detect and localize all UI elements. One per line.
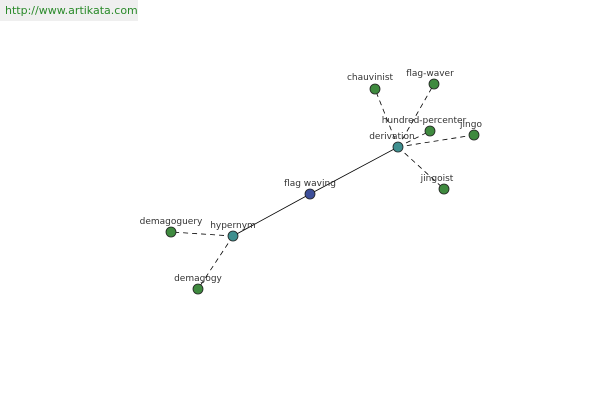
word-node-demagoguery-circle[interactable]: [165, 226, 177, 238]
source-link[interactable]: http://www.artikata.com: [5, 4, 138, 17]
center-node-flag-waving-label: flag waving: [284, 179, 336, 189]
edge-derivation-chauvinist: [374, 88, 399, 148]
graph-edges: [170, 83, 475, 290]
relation-node-derivation-label: derivation: [369, 132, 415, 142]
word-node-demagoguery[interactable]: demagoguery: [140, 217, 203, 238]
word-node-chauvinist-label: chauvinist: [347, 73, 394, 83]
edge-derivation-hundred-percenter: [397, 130, 431, 148]
word-node-jingoist-circle[interactable]: [438, 183, 450, 195]
relation-node-hypernym-label: hypernym: [210, 221, 256, 231]
word-node-hundred-percenter[interactable]: hundred-percenter: [382, 116, 467, 137]
word-node-flag-waver-label: flag-waver: [406, 69, 454, 79]
word-node-jingoist[interactable]: jingoist: [420, 174, 454, 195]
word-node-flag-waver-circle[interactable]: [428, 78, 440, 90]
word-node-jingo[interactable]: jingo: [459, 120, 482, 141]
edge-derivation-jingo: [397, 134, 475, 148]
relation-node-derivation[interactable]: derivation: [369, 132, 415, 153]
word-node-chauvinist[interactable]: chauvinist: [347, 73, 394, 95]
word-node-jingo-label: jingo: [459, 120, 482, 130]
word-node-chauvinist-circle[interactable]: [369, 83, 381, 95]
edge-flag-waving-hypernym: [232, 193, 311, 237]
word-node-flag-waver[interactable]: flag-waver: [406, 69, 454, 90]
word-node-hundred-percenter-label: hundred-percenter: [382, 116, 467, 126]
edge-flag-waving-derivation: [309, 146, 399, 195]
word-node-jingoist-label: jingoist: [420, 174, 454, 184]
edge-hypernym-demagoguery: [170, 231, 234, 237]
word-node-jingo-circle[interactable]: [468, 129, 480, 141]
edge-derivation-jingoist: [397, 146, 445, 190]
relation-node-derivation-circle[interactable]: [392, 141, 404, 153]
edge-hypernym-demagogy: [197, 235, 234, 290]
center-node-flag-waving-circle[interactable]: [304, 188, 316, 200]
graph-nodes: demagoguery demagogy chauvinist flag-waver h…: [140, 69, 482, 295]
word-node-hundred-percenter-circle[interactable]: [424, 125, 436, 137]
source-banner: http://www.artikata.com: [0, 0, 138, 21]
edge-derivation-flag-waver: [397, 83, 435, 148]
word-node-demagogy-circle[interactable]: [192, 283, 204, 295]
relation-node-hypernym-circle[interactable]: [227, 230, 239, 242]
word-node-demagogy[interactable]: demagogy: [174, 274, 223, 295]
center-node-flag-waving[interactable]: flag waving: [284, 179, 336, 200]
word-node-demagogy-label: demagogy: [174, 274, 222, 284]
relation-node-hypernym[interactable]: hypernym: [210, 221, 256, 242]
word-node-demagoguery-label: demagoguery: [140, 217, 203, 227]
